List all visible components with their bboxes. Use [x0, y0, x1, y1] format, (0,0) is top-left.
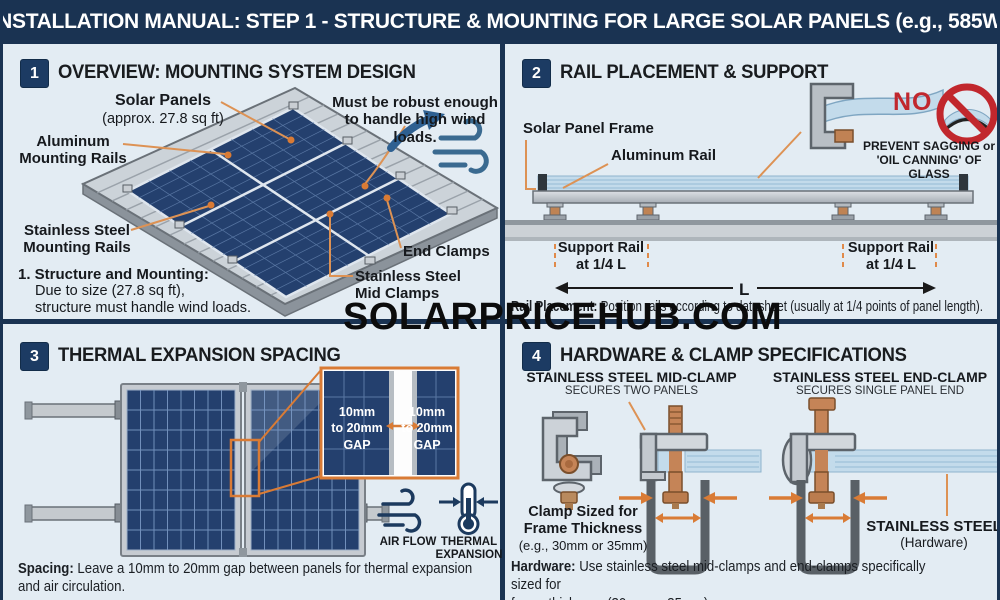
thermal-spacing-diagram — [24, 366, 498, 557]
label-solar-panels: Solar Panels (approx. 27.8 sq ft) — [102, 92, 224, 127]
mid-clamp-section — [619, 401, 762, 575]
header-bar: INSTALLATION MANUAL: STEP 1 - STRUCTURE … — [3, 0, 997, 44]
wind-icon — [432, 118, 489, 174]
label-stainless-rails: Stainless Steel Mounting Rails — [23, 222, 131, 257]
label-solar-panel-frame: Solar Panel Frame — [523, 120, 654, 137]
badge-4: 4 — [522, 342, 551, 371]
quarter-guides — [554, 244, 937, 268]
hardware-clamps-diagram — [541, 397, 997, 575]
air-flow-icon — [377, 488, 422, 533]
clamp-nubs — [122, 101, 458, 265]
no-label: NO — [893, 88, 933, 116]
rail-profile-inset — [809, 82, 944, 150]
badge-2: 2 — [522, 59, 551, 88]
curved-arrow-icon — [387, 110, 445, 152]
end-clamp-section — [769, 397, 997, 575]
s2-caption: Rail Placement: Position rails according… — [511, 299, 984, 315]
label-end-clamps: End Clamps — [403, 243, 490, 260]
gap-label-right: 10mm to 20mm GAP — [401, 405, 453, 452]
thermal-expansion-label: THERMAL EXPANSION — [435, 536, 503, 562]
header-title: INSTALLATION MANUAL: STEP 1 - STRUCTURE … — [0, 10, 1000, 33]
mounting-system-diagram — [80, 86, 500, 317]
support-rail-right-label: Support Rail at 1/4 L — [847, 240, 935, 273]
s3-title: THERMAL EXPANSION SPACING — [58, 345, 341, 366]
s2-title: RAIL PLACEMENT & SUPPORT — [560, 62, 829, 83]
length-label: L — [739, 280, 750, 299]
label-wind-note: Must be robust enough to handle high win… — [332, 94, 498, 146]
no-symbol-icon — [936, 83, 997, 145]
label-aluminum-rails: Aluminum Mounting Rails — [19, 133, 127, 168]
badge-3: 3 — [20, 342, 49, 371]
rail-feet — [543, 202, 948, 221]
prevent-sagging-label: PREVENT SAGGING or 'OIL CANNING' OF GLAS… — [862, 139, 996, 181]
gap-label-left: 10mm to 20mm GAP — [331, 405, 383, 452]
mid-clamp-heading: STAINLESS STEEL MID-CLAMP SECURES TWO PA… — [526, 369, 737, 398]
label-aluminum-rail: Aluminum Rail — [611, 147, 717, 164]
aluminum-rail — [532, 190, 974, 204]
thermal-expansion-icon — [439, 482, 498, 535]
clamp-sized-label: Clamp Sized for Frame Thickness (e.g., 3… — [518, 504, 648, 553]
end-clamp-heading: STAINLESS STEEL END-CLAMP SECURES SINGLE… — [772, 369, 988, 398]
rail-placement-diagram — [505, 82, 997, 294]
stainless-steel-label: STAINLESS STEEL (Hardware) — [866, 518, 1000, 551]
s1-note: 1. Structure and Mounting: Due to size (… — [18, 266, 251, 317]
s1-title: OVERVIEW: MOUNTING SYSTEM DESIGN — [58, 62, 416, 83]
s3-caption: Spacing: Leave a 10mm to 20mm gap betwee… — [18, 560, 473, 596]
gap-highlight — [229, 438, 261, 498]
badge-1: 1 — [20, 59, 49, 88]
support-rail-left-label: Support Rail at 1/4 L — [557, 240, 645, 273]
leader-lines — [525, 131, 802, 190]
air-flow-label: AIR FLOW — [379, 536, 437, 548]
mid-clamp-3d — [541, 411, 602, 510]
watermark-text: SOLARPRICEHUB.COM — [343, 296, 783, 338]
gap-zoom-inset — [319, 366, 460, 480]
horizontal-divider — [3, 319, 997, 324]
s4-title: HARDWARE & CLAMP SPECIFICATIONS — [560, 345, 907, 366]
label-mid-clamps: Stainless Steel Mid Clamps — [355, 268, 461, 303]
s4-caption: Hardware: Use stainless steel mid-clamps… — [511, 558, 926, 600]
